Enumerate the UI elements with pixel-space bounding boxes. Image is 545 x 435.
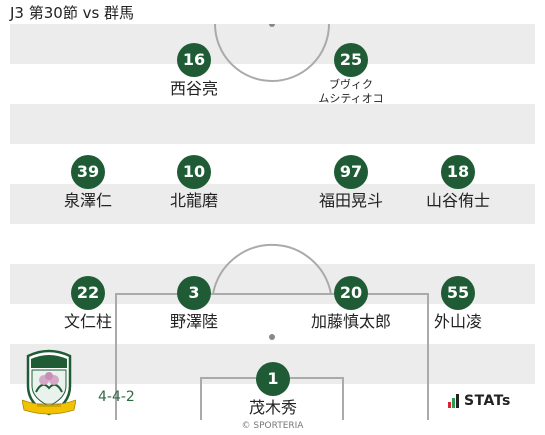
player-number-badge: 55 <box>441 276 475 310</box>
player-name: 外山凌 <box>433 312 482 331</box>
pitch-stripe <box>10 104 535 144</box>
pitch-stripe <box>10 184 535 224</box>
penalty-arc <box>212 243 332 295</box>
player-55[interactable]: 55 外山凌 <box>388 276 528 332</box>
player-25[interactable]: 25 ブヴィク ムシティオコ <box>281 43 421 106</box>
player-number-badge: 22 <box>71 276 105 310</box>
player-name: ブヴィク ムシティオコ <box>281 78 421 106</box>
player-number-badge: 39 <box>71 155 105 189</box>
player-name: 加藤慎太郎 <box>310 312 391 331</box>
player-number-badge: 3 <box>177 276 211 310</box>
player-10[interactable]: 10 北龍磨 <box>124 155 264 211</box>
match-title: J3 第30節 vs 群馬 <box>10 4 135 22</box>
player-name: 泉澤仁 <box>63 191 112 210</box>
player-20[interactable]: 20 加藤慎太郎 <box>281 276 421 332</box>
player-97[interactable]: 97 福田晃斗 <box>281 155 421 211</box>
player-1[interactable]: 1 茂木秀 <box>203 362 343 418</box>
player-18[interactable]: 18 山谷侑士 <box>388 155 528 211</box>
formation-label: 4-4-2 <box>98 389 135 405</box>
fc-gifu-crest-icon <box>22 349 76 416</box>
pitch <box>10 24 535 420</box>
player-16[interactable]: 16 西谷亮 <box>124 43 264 99</box>
player-number-badge: 97 <box>334 155 368 189</box>
player-name: 野澤陸 <box>169 312 218 331</box>
player-number-badge: 25 <box>334 43 368 77</box>
copyright-text: © SPORTERIA <box>241 421 304 431</box>
stats-logo: STATs <box>448 394 511 408</box>
player-39[interactable]: 39 泉澤仁 <box>18 155 158 211</box>
player-22[interactable]: 22 文仁柱 <box>18 276 158 332</box>
pitch-stripe <box>10 24 535 64</box>
player-name: 文仁柱 <box>63 312 112 331</box>
player-name: 北龍磨 <box>169 191 218 210</box>
player-name: 山谷侑士 <box>425 191 490 210</box>
player-name-line: ムシティオコ <box>318 92 384 105</box>
player-number-badge: 18 <box>441 155 475 189</box>
player-number-badge: 10 <box>177 155 211 189</box>
player-number-badge: 20 <box>334 276 368 310</box>
center-spot <box>269 24 275 27</box>
player-name: 茂木秀 <box>248 398 297 417</box>
stats-bars-icon <box>448 394 460 408</box>
stats-logo-text: STATs <box>464 393 511 409</box>
pitch-lines <box>115 24 429 420</box>
player-number-badge: 16 <box>177 43 211 77</box>
player-number-badge: 1 <box>256 362 290 396</box>
center-circle-arc <box>214 24 330 82</box>
player-name-line: ブヴィク <box>329 78 373 91</box>
penalty-area <box>115 293 429 420</box>
player-3[interactable]: 3 野澤陸 <box>124 276 264 332</box>
player-name: 西谷亮 <box>169 79 218 98</box>
penalty-spot <box>269 334 275 340</box>
player-name: 福田晃斗 <box>318 191 383 210</box>
